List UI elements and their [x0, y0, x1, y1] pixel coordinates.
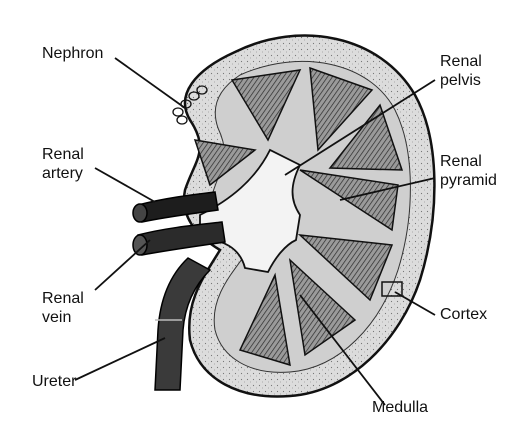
leader-renal-artery — [95, 168, 155, 202]
leader-ureter — [75, 338, 165, 380]
renal-vein-vessel — [138, 222, 225, 255]
label-renal-vein: Renal vein — [42, 289, 84, 327]
label-renal-pelvis: Renal pelvis — [440, 52, 482, 90]
label-renal-pyramid: Renal pyramid — [440, 152, 497, 190]
label-cortex: Cortex — [440, 305, 487, 324]
label-medulla: Medulla — [372, 398, 428, 417]
label-ureter: Ureter — [32, 372, 76, 391]
leader-nephron — [115, 58, 185, 108]
label-renal-artery: Renal artery — [42, 145, 84, 183]
label-nephron: Nephron — [42, 44, 103, 63]
renal-artery-opening — [133, 204, 147, 222]
leader-renal-vein — [95, 240, 150, 290]
